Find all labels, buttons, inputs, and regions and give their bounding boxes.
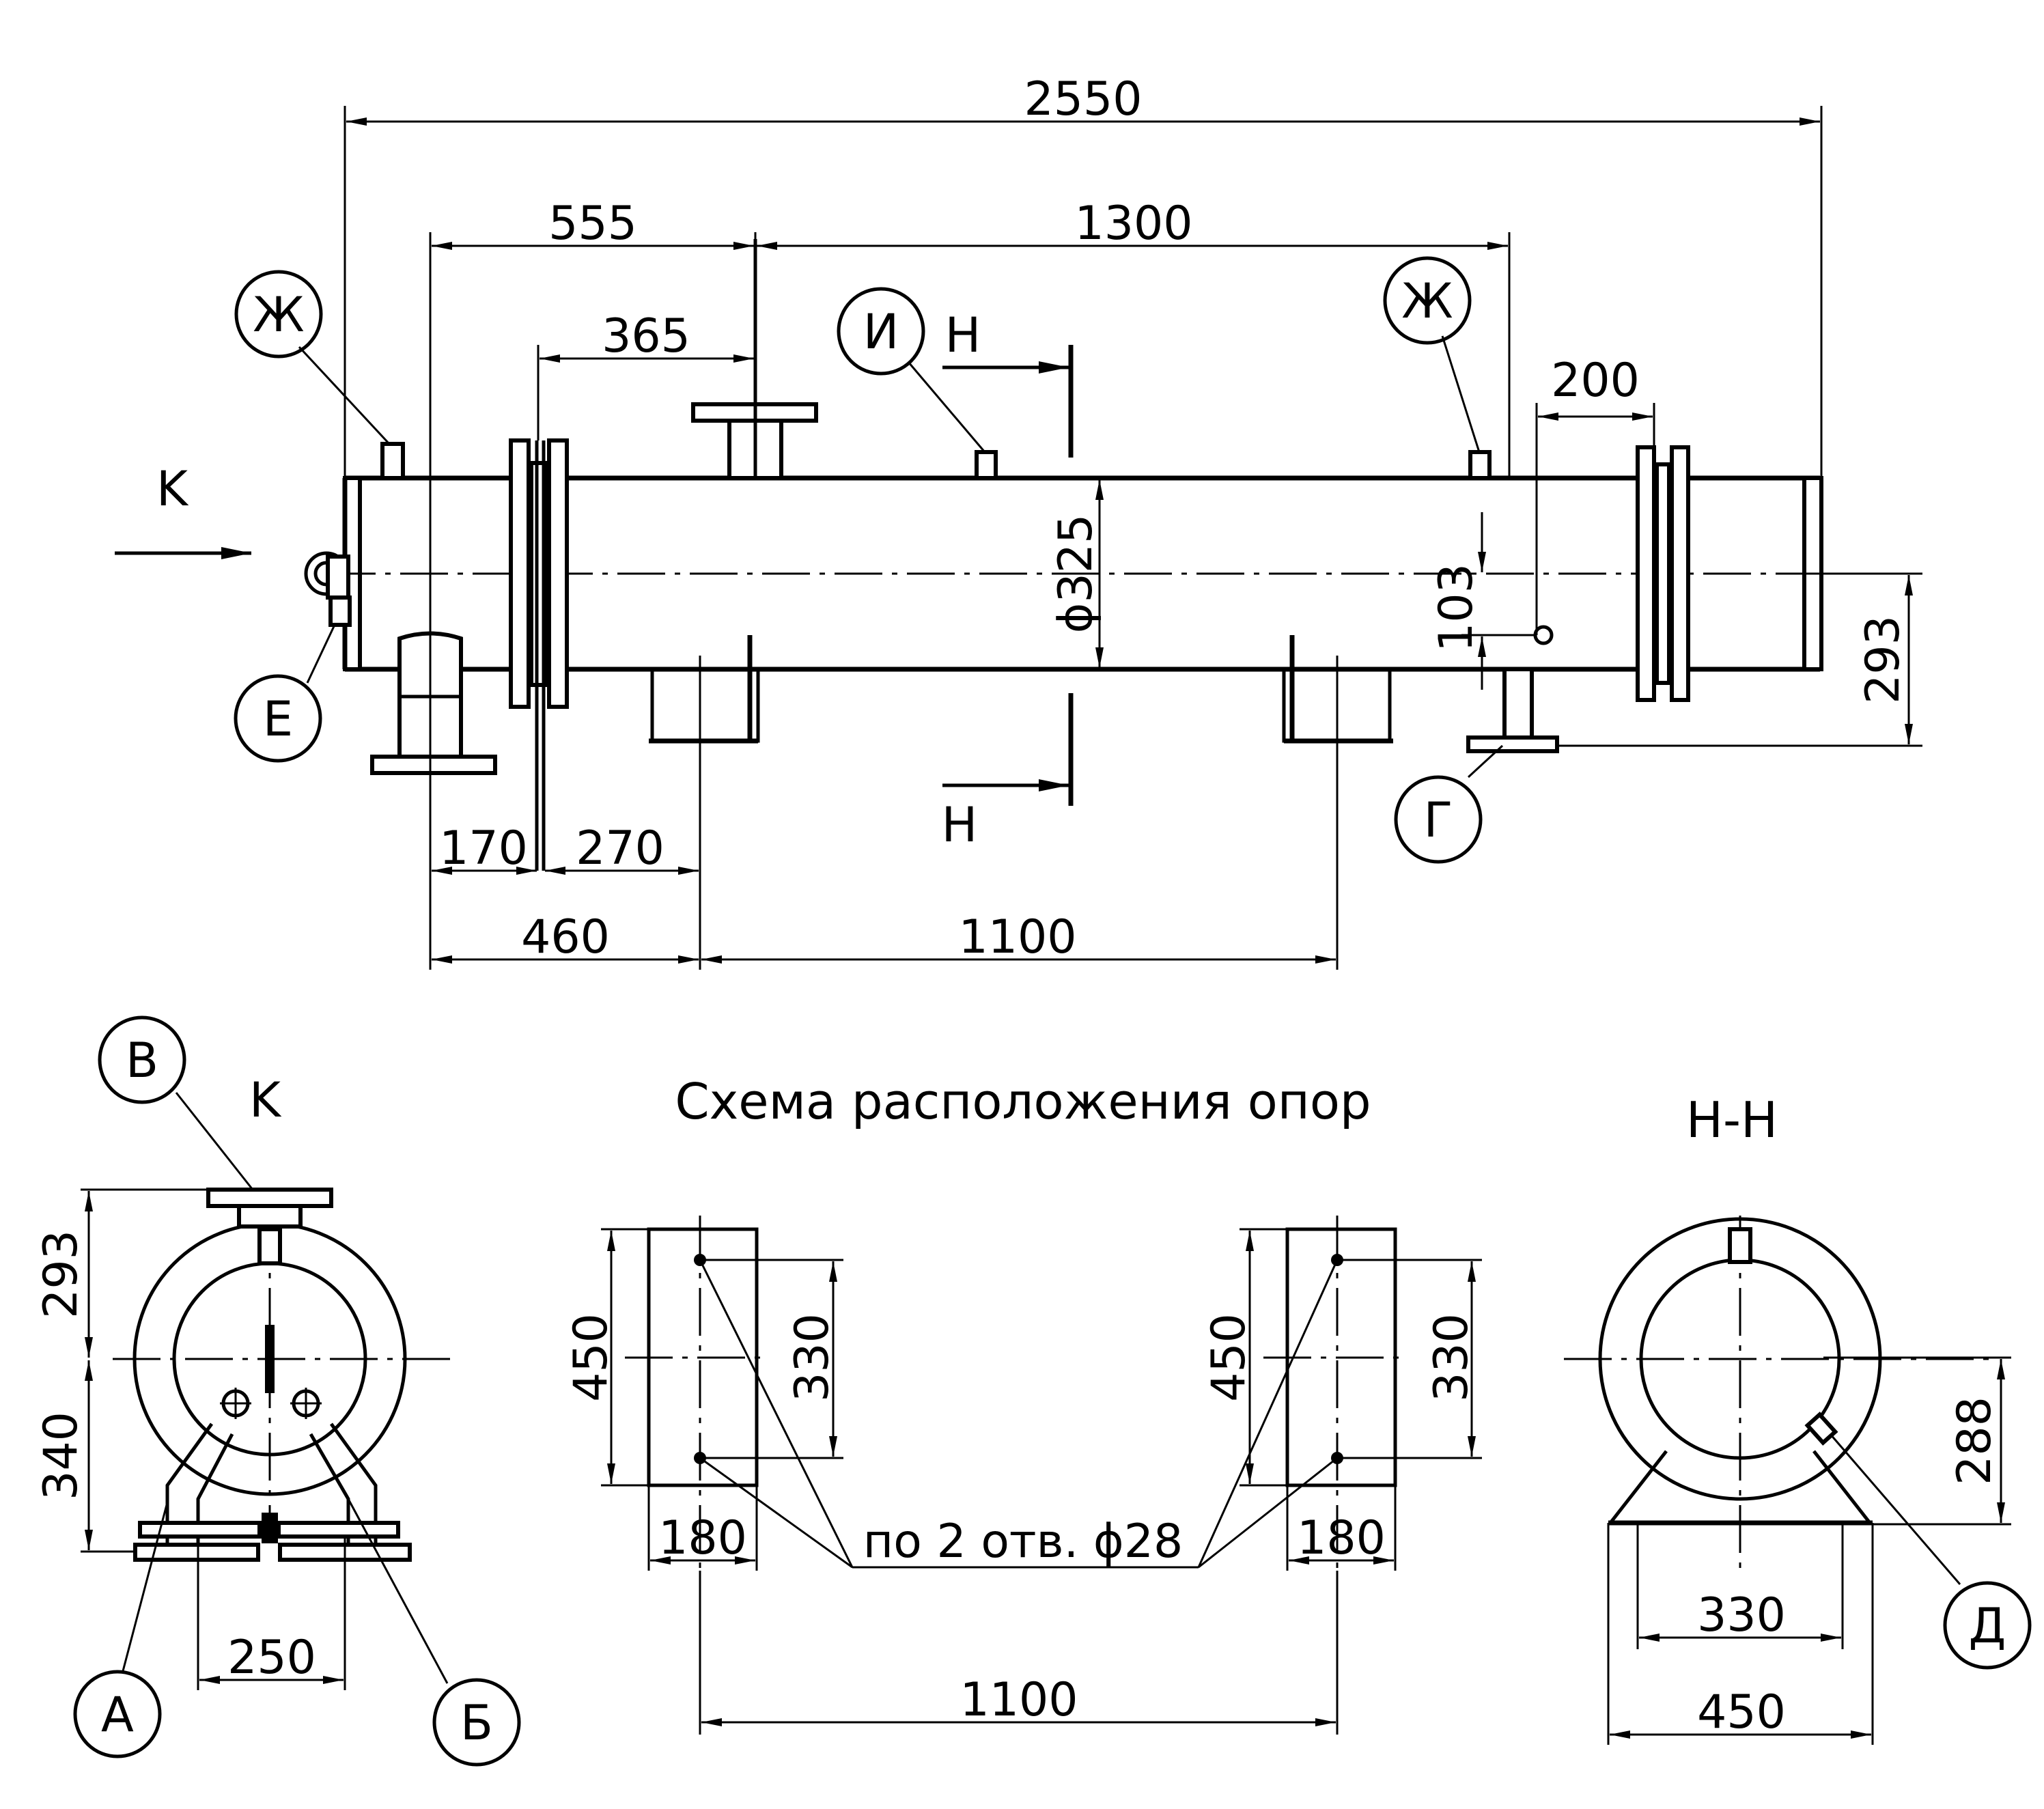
- callout-d: Д: [1969, 1598, 2006, 1654]
- callout-g: Г: [1424, 792, 1453, 848]
- side-nozzle-103: [1533, 625, 1554, 645]
- callout-v: В: [126, 1033, 158, 1089]
- callout-a: А: [101, 1687, 134, 1743]
- callout-zh-left: Ж: [253, 287, 304, 343]
- dim-170: 170: [439, 822, 528, 875]
- view-k-title: K: [249, 1072, 282, 1128]
- fitting-e: [304, 551, 352, 627]
- support-layout: [601, 1216, 1482, 1735]
- extension-lines: [344, 106, 1823, 970]
- dim-103: 103: [1429, 563, 1483, 652]
- supports-right-180: 180: [1297, 1511, 1386, 1565]
- view-k-dim-340: 340: [34, 1412, 88, 1500]
- supports-left-180: 180: [658, 1511, 747, 1565]
- supports-left-450: 450: [564, 1313, 618, 1402]
- callout-zh-right: Ж: [1401, 273, 1453, 329]
- callouts: [234, 256, 1504, 864]
- left-flange: [509, 438, 569, 871]
- dim-365: 365: [602, 309, 690, 363]
- dim-d325: ϕ325: [1049, 514, 1103, 634]
- view-k-dim-250: 250: [227, 1631, 316, 1685]
- callout-b: Б: [460, 1695, 493, 1751]
- view-k-dim-293: 293: [34, 1230, 88, 1319]
- dim-460: 460: [521, 910, 610, 964]
- dim-200: 200: [1551, 354, 1640, 408]
- supports-span-1100: 1100: [960, 1673, 1078, 1727]
- section-nn-dim-450: 450: [1697, 1685, 1786, 1739]
- dim-2550: 2550: [1024, 72, 1142, 126]
- bottom-left-nozzle: [370, 631, 497, 775]
- fitting-zh-left: [380, 442, 405, 480]
- dim-270: 270: [576, 822, 664, 875]
- main-view: 2550 555 1300 365 200 ϕ325 103 293 170 2…: [115, 72, 1922, 970]
- section-n-bottom: Н: [942, 797, 978, 853]
- section-nn-dim-288: 288: [1948, 1397, 2002, 1485]
- dimension-lines: [346, 117, 1913, 964]
- callout-i: И: [863, 304, 899, 360]
- dim-555: 555: [548, 197, 637, 251]
- supports-left-330: 330: [785, 1313, 839, 1402]
- section-nn-title: Н-Н: [1686, 1091, 1778, 1149]
- section-n-top: Н: [945, 307, 981, 363]
- dim-1100: 1100: [958, 910, 1076, 964]
- support-right: [1282, 635, 1393, 744]
- fitting-zh-right: [1468, 450, 1492, 480]
- right-flange: [1636, 445, 1690, 702]
- supports-holes-note: по 2 отв. ϕ28: [863, 1515, 1183, 1569]
- section-nn-dim-330: 330: [1697, 1588, 1786, 1642]
- dim-293: 293: [1856, 615, 1910, 704]
- dim-1300: 1300: [1074, 197, 1192, 251]
- callout-e: Е: [263, 691, 293, 747]
- view-k: [73, 1015, 521, 1767]
- supports-right-450: 450: [1202, 1313, 1256, 1402]
- view-k-label: K: [156, 461, 189, 517]
- section-nn: [1564, 1216, 2032, 1745]
- drain-nozzle: [1466, 572, 1922, 753]
- support-left: [649, 635, 760, 744]
- section-marks: [942, 345, 1074, 806]
- fitting-i: [975, 450, 998, 480]
- supports-title: Схема расположения опор: [675, 1073, 1371, 1130]
- supports-right-330: 330: [1425, 1313, 1479, 1402]
